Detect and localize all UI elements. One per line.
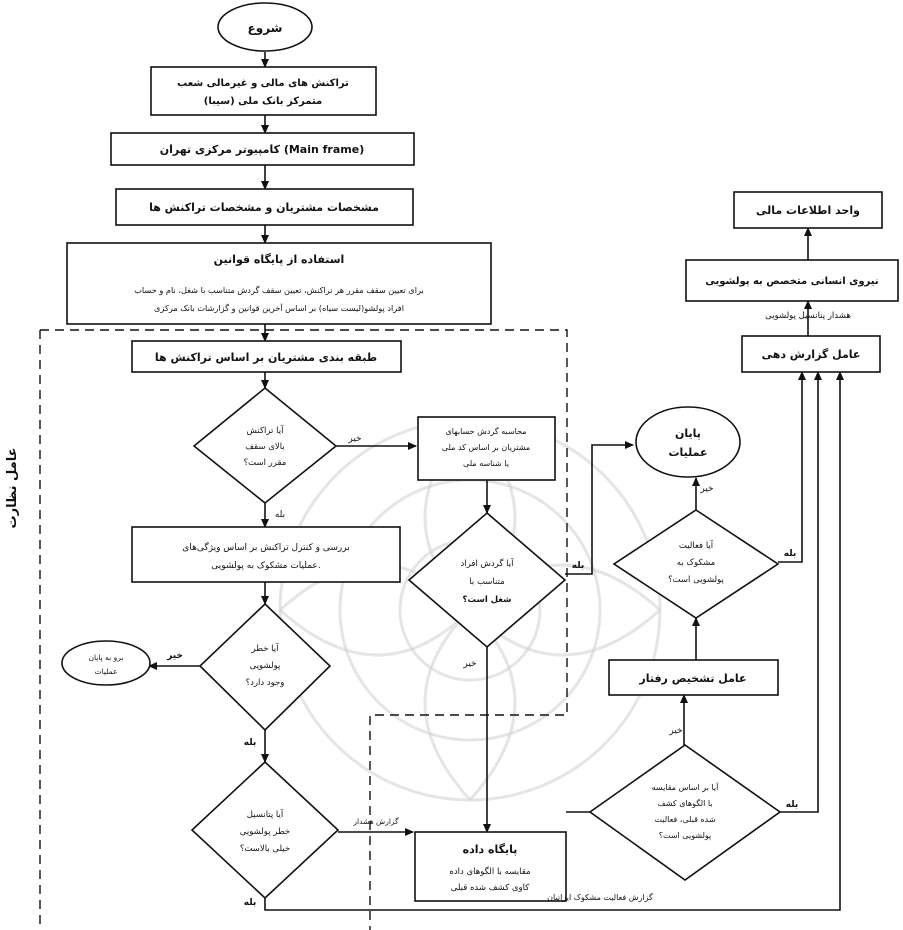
- label-yes-turnover: بله: [572, 561, 585, 571]
- decision-pattern-line-4: پولشویی است؟: [659, 831, 712, 840]
- decision-turnover-match: [407, 511, 567, 649]
- decision-high-risk: [190, 760, 340, 900]
- ml-expert-box: [685, 259, 899, 302]
- start-label: شروع: [248, 21, 283, 36]
- label-yes-pattern: بله: [786, 800, 799, 810]
- decision-suspicious-line-1: آیا فعالیت: [679, 539, 714, 551]
- goto-end-line-2: عملیات: [95, 667, 118, 676]
- label-report-alert: گزارش هشدار: [352, 817, 399, 826]
- reporting-agent-label: عامل گزارش دهی: [762, 348, 861, 361]
- reporting-agent-box: [741, 335, 881, 373]
- fiu-label: واحد اطلاعات مالی: [756, 204, 860, 217]
- calc-turnover-line-3: یا شناسه ملی: [463, 459, 509, 468]
- decision-high-risk-line-3: خیلی بالاست؟: [240, 844, 290, 854]
- rules-base-title: استفاده از پایگاه قوانین: [214, 253, 345, 266]
- decision-over-limit: [192, 386, 338, 505]
- calc-turnover-line-2: مشتریان بر اساس کد ملی: [442, 443, 530, 452]
- label-report-suspicious: گزارش فعالیت مشکوک ایرانیان: [547, 892, 653, 902]
- transactions-line-2: متمرکز بانک ملی (سیبا): [204, 96, 322, 107]
- database-line-2: کاوی کشف شده قبلی: [451, 883, 530, 893]
- decision-risk-line-3: وجود دارد؟: [246, 678, 285, 688]
- customer-specs-label: مشخصات مشتریان و مشخصات تراکنش ها: [149, 201, 379, 214]
- label-yes-high-risk: بله: [244, 898, 257, 908]
- mainframe-box: [110, 132, 415, 166]
- database-title: پایگاه داده: [463, 843, 518, 856]
- goto-end-terminal: [61, 640, 151, 686]
- label-no-risk: خیر: [166, 651, 183, 661]
- label-no-turnover: خیر: [462, 659, 476, 669]
- decision-risk-line-1: آیا خطر: [251, 642, 280, 654]
- decision-suspicious-line-3: پولشویی است؟: [668, 575, 724, 585]
- behavior-agent-box: [608, 659, 779, 696]
- label-no-over-limit: خیر: [347, 434, 361, 444]
- connectors: [148, 52, 844, 911]
- classify-label: طبقه بندی مشتریان بر اساس تراکنش ها: [155, 351, 377, 364]
- decision-suspicious: [612, 509, 780, 619]
- end-operations-line-2: عملیات: [668, 446, 707, 459]
- decision-risk: [198, 602, 332, 732]
- monitoring-region: [39, 329, 568, 930]
- decision-pattern-line-2: با الگوهای کشف: [657, 798, 712, 808]
- label-yes-suspicious: بله: [784, 549, 797, 559]
- label-yes-risk: بله: [244, 738, 257, 748]
- database-line-1: مقایسه با الگوهای داده: [449, 866, 530, 877]
- rules-base-line-1: برای تعیین سقف مقرر هر تراکنش، تعیین سقف…: [134, 285, 424, 295]
- rules-base-line-2: افراد پولشو(لیست سیاه) بر اساس آخرین قوا…: [154, 303, 404, 313]
- fiu-box: [733, 191, 883, 229]
- decision-over-limit-line-1: آیا تراکنش: [247, 424, 285, 436]
- review-line-2: عملیات مشکوک به پولشویی.: [211, 560, 320, 571]
- start-terminal: [217, 2, 313, 52]
- mainframe-label: کامپیوتر مرکزی تهران (Main frame): [160, 143, 364, 156]
- decision-pattern: [588, 744, 782, 881]
- review-box: [131, 526, 401, 583]
- decision-over-limit-line-3: مقرر است؟: [244, 458, 287, 468]
- decision-suspicious-line-2: مشکوک به: [677, 558, 715, 568]
- decision-turnover-line-3: شغل است؟: [463, 595, 512, 605]
- decision-risk-line-2: پولشویی: [250, 661, 281, 671]
- end-operations-terminal: [635, 406, 741, 478]
- rules-base-box: [66, 242, 492, 325]
- end-operations-line-1: پایان: [675, 427, 701, 440]
- classify-box: [131, 340, 402, 373]
- label-no-pattern: خیر: [668, 726, 682, 736]
- transactions-box: [150, 66, 377, 116]
- calc-turnover-line-1: محاسبه گردش حسابهای: [445, 426, 526, 436]
- monitoring-agent-side-label: عامل نظارت: [5, 448, 20, 529]
- label-no-suspicious: خیر: [699, 484, 713, 494]
- calc-turnover-box: [417, 416, 556, 481]
- decision-turnover-line-1: آیا گردش افراد: [461, 557, 515, 569]
- decision-high-risk-line-1: آیا پتانسیل: [247, 808, 284, 820]
- decision-over-limit-line-2: بالای سقف: [245, 442, 284, 452]
- decision-high-risk-line-2: خطر پولشویی: [240, 827, 290, 837]
- decision-pattern-line-1: آیا بر اساس مقایسه: [652, 782, 719, 792]
- behavior-agent-label: عامل تشخیص رفتار: [638, 672, 746, 685]
- ml-expert-label: نیروی انسانی متخصص به پولشویی: [705, 276, 878, 287]
- database-box: [414, 831, 567, 902]
- goto-end-line-1: برو به پایان: [89, 653, 124, 662]
- customer-specs-box: [115, 188, 414, 226]
- label-yes-over-limit: بله: [275, 510, 285, 520]
- label-warning-potential: هشدار پتانسیل پولشویی: [765, 311, 851, 321]
- decision-pattern-line-3: شده قبلی، فعالیت: [654, 815, 715, 824]
- decision-turnover-line-2: متناسب با: [469, 577, 504, 587]
- transactions-line-1: تراکنش های مالی و غیرمالی شعب: [177, 78, 349, 89]
- review-line-1: بررسی و کنترل تراکنش بر اساس ویژگی‌های: [182, 541, 349, 553]
